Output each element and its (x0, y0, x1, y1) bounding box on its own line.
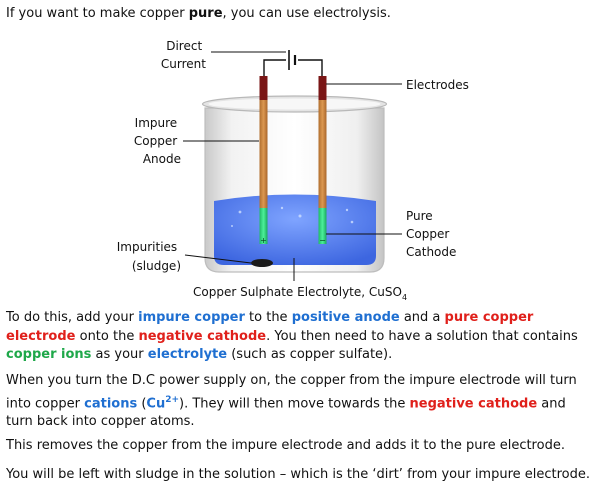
anode-sign: + (260, 236, 267, 245)
highlight-term: positive anode (291, 310, 400, 325)
paragraph-text: ( (137, 395, 147, 411)
label-pure-cathode: Pure Copper Cathode (406, 209, 456, 259)
paragraph-process: When you turn the D.C power supply on, t… (6, 372, 591, 432)
paragraph-text: to the (244, 310, 292, 325)
highlight-term: cations (84, 395, 138, 411)
paragraph-text: (such as copper sulfate). (227, 347, 393, 362)
cathode-rod (318, 100, 327, 208)
paragraph-setup: To do this, add your impure copper to th… (6, 309, 591, 365)
paragraph-text: and a (399, 310, 445, 325)
anode-tip (259, 208, 268, 244)
paragraph-text: onto the (75, 328, 139, 344)
highlight-term: negative cathode (138, 328, 267, 344)
cathode-top (318, 76, 327, 100)
paragraph-sludge: You will be left with sludge in the solu… (6, 467, 591, 482)
highlight-term: Cu (146, 395, 166, 411)
electrolysis-diagram: + − Direct Current Electrodes Impure Cop… (117, 39, 469, 302)
circuit-wire (263, 59, 286, 76)
paragraph-text: ). They will then move towards the (179, 395, 410, 411)
label-electrolyte: Copper Sulphate Electrolyte, CuSO4 (193, 285, 407, 302)
leader-impurities (184, 254, 252, 264)
anode-top (259, 76, 268, 100)
sludge (251, 259, 273, 267)
paragraph-result: This removes the copper from the impure … (6, 438, 565, 453)
highlight-term: pure copper electrode (6, 310, 534, 344)
paragraph-text: and turn back into copper atoms. (6, 395, 566, 430)
cathode-tip (318, 208, 327, 244)
anode-rod (259, 100, 268, 208)
intro-text: If you want to make copper pure, you can… (6, 6, 391, 21)
label-impurities: Impurities (sludge) (117, 240, 181, 273)
bubbles (231, 206, 354, 227)
label-electrodes: Electrodes (406, 78, 469, 92)
cathode-sign: − (319, 236, 326, 245)
label-direct-current: Direct Current (161, 39, 206, 71)
highlight-term: negative cathode (409, 395, 538, 411)
highlight-term: electrolyte (147, 347, 228, 362)
paragraph-text: as your (91, 347, 148, 362)
electrolyte-solution (214, 194, 376, 265)
highlight-term: 2+ (165, 394, 180, 405)
highlight-term: impure copper (138, 310, 245, 325)
pure-emphasis: pure (188, 6, 223, 21)
label-impure-anode: Impure Copper Anode (134, 116, 181, 166)
paragraph-text: When you turn the D.C power supply on, t… (6, 373, 577, 411)
paragraph-text: . You then need to have a solution that … (266, 328, 578, 344)
highlight-term: copper ions (6, 347, 92, 362)
paragraph-text: To do this, add your (6, 310, 139, 325)
